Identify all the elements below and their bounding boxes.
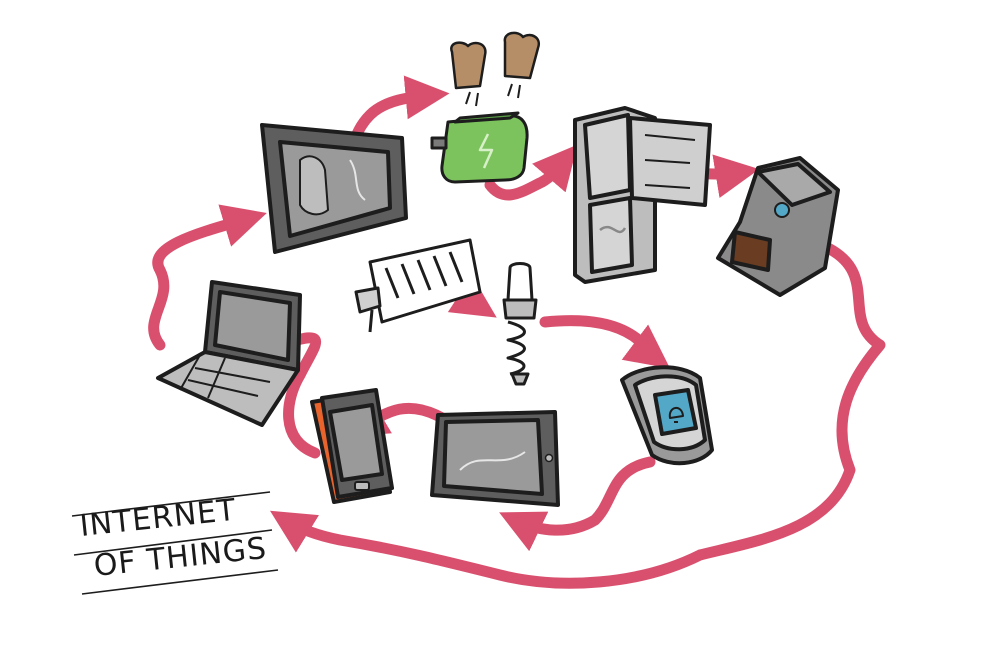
title-underlines	[71, 491, 279, 595]
smartwatch-icon	[620, 365, 714, 466]
smartphone-icon	[310, 388, 394, 504]
arrow-laptop-to-tv	[148, 204, 267, 351]
toast-slices	[450, 31, 541, 107]
tablet-icon	[430, 410, 560, 507]
toaster-icon	[430, 111, 529, 184]
arrow-bulb-to-watch	[539, 315, 671, 369]
thermostat-icon	[354, 238, 482, 333]
toast-slice-right	[503, 31, 541, 80]
coffee-machine-icon	[716, 156, 840, 297]
laptop-icon	[156, 280, 302, 427]
light-bulb-icon	[502, 262, 538, 386]
fridge-icon	[573, 106, 712, 284]
arrow-watch-to-tablet	[499, 456, 656, 552]
toast-slice-left	[450, 41, 487, 90]
arrow-coffee-to-title	[270, 242, 886, 589]
tv-icon	[260, 123, 408, 254]
arrow-toaster-to-fridge	[484, 144, 578, 201]
